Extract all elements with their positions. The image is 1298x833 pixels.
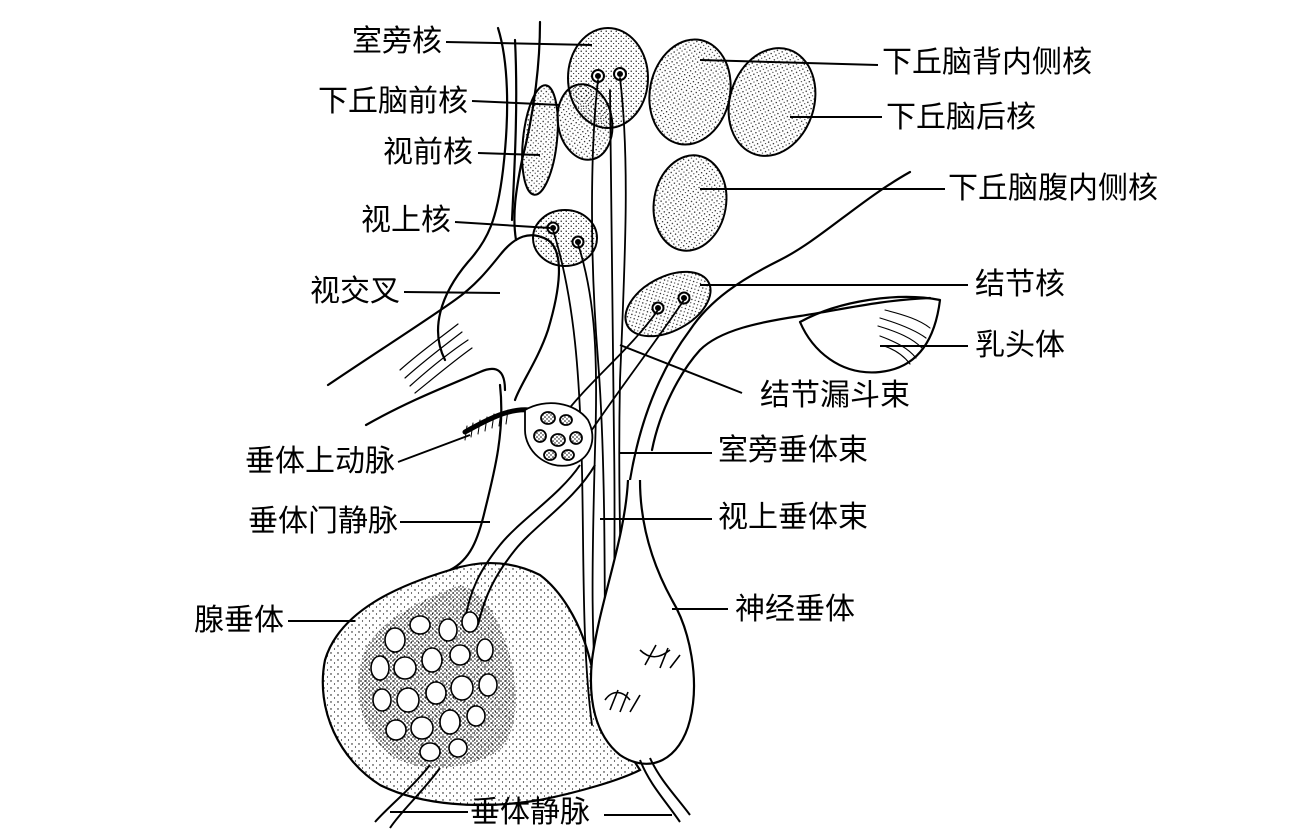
secondary-capillary-plexus <box>370 611 498 762</box>
ventromedial-nucleus-shape <box>652 154 728 252</box>
dorsomedial-nucleus-shape <box>648 38 732 146</box>
label-tuberal-nucleus: 结节核 <box>975 267 1065 302</box>
label-dorsomedial-nucleus: 下丘脑背内侧核 <box>882 45 1092 80</box>
leader-lines <box>288 41 968 816</box>
label-hypophyseal-vein: 垂体静脉 <box>470 795 590 830</box>
paraventricular-tract <box>591 79 606 721</box>
tuberal-nucleus-shape <box>624 270 712 338</box>
mammillary-body <box>798 295 942 374</box>
stalk-left <box>448 383 503 572</box>
hypophyseal-vein-right <box>639 759 681 823</box>
label-hypophyseal-portal-vein: 垂体门静脉 <box>248 504 398 539</box>
label-anterior-hypothalamic-nucleus: 下丘脑前核 <box>318 84 468 119</box>
hypothalamus-floor-2 <box>650 296 932 452</box>
label-optic-chiasm: 视交叉 <box>310 274 400 309</box>
ventricle-left-wall <box>437 26 509 362</box>
label-preoptic-nucleus: 视前核 <box>383 135 473 170</box>
supraoptic-nucleus-shape <box>532 209 598 267</box>
label-paraventriculohypophyseal-tract: 室旁垂体束 <box>718 433 868 468</box>
optic-chiasm-upper <box>326 234 561 402</box>
superior-hypophyseal-artery-vessel <box>462 407 533 435</box>
optic-chiasm-lower <box>364 367 507 427</box>
preoptic-nucleus-shape <box>521 84 559 196</box>
label-mammillary-body: 乳头体 <box>975 328 1065 363</box>
hypophyseal-vein-left <box>374 764 431 823</box>
label-superior-hypophyseal-artery: 垂体上动脉 <box>245 444 395 479</box>
ventricle-left-wall-2 <box>510 38 518 222</box>
label-ventromedial-nucleus: 下丘脑腹内侧核 <box>948 171 1158 206</box>
label-posterior-hypothalamic-nucleus: 下丘脑后核 <box>886 100 1036 135</box>
label-tuberoinfundibular-tract: 结节漏斗束 <box>760 378 910 413</box>
posterior-nucleus-shape <box>727 47 817 157</box>
label-supraoptic-nucleus: 视上核 <box>361 203 451 238</box>
label-supraopticohypophyseal-tract: 视上垂体束 <box>718 500 868 535</box>
label-adenohypophysis: 腺垂体 <box>194 603 284 638</box>
neurohypophysis-shape <box>589 479 696 765</box>
label-paraventricular-nucleus: 室旁核 <box>352 24 442 59</box>
label-neurohypophysis: 神经垂体 <box>735 592 855 627</box>
optic-nerve-band <box>399 323 459 371</box>
